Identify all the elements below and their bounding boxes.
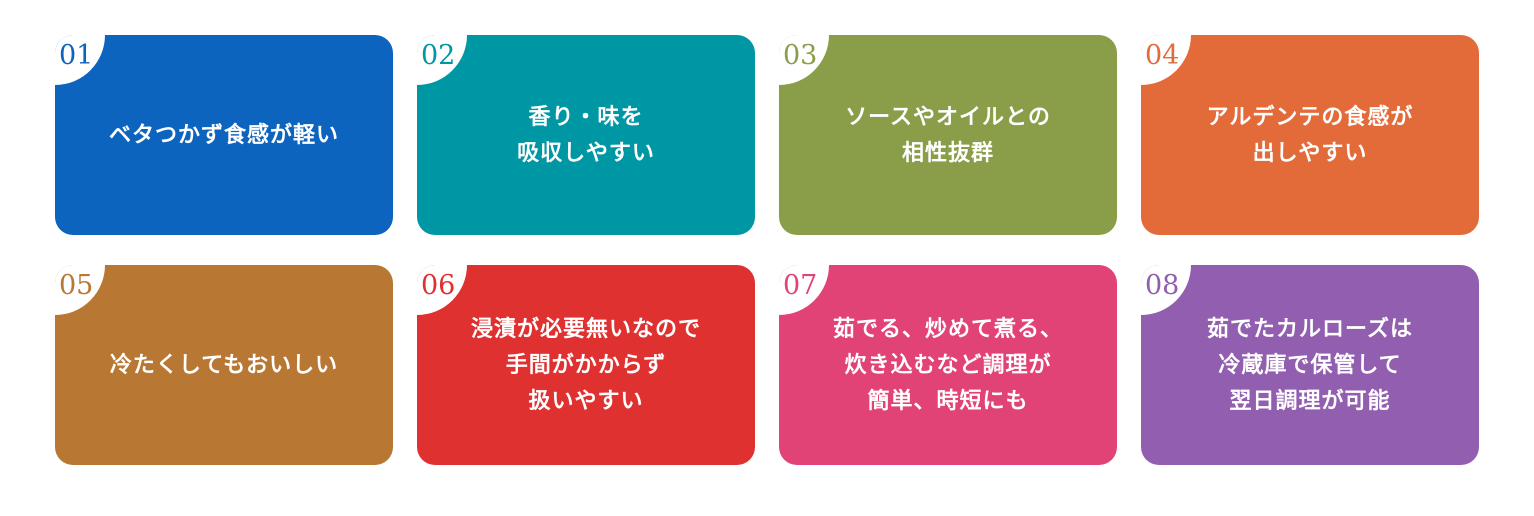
feature-card: 08 茹でたカルローズは 冷蔵庫で保管して 翌日調理が可能: [1141, 265, 1479, 465]
feature-card: 04 アルデンテの食感が 出しやすい: [1141, 35, 1479, 235]
feature-card: 05 冷たくしてもおいしい: [55, 265, 393, 465]
card-number: 04: [1145, 40, 1180, 71]
card-number: 07: [783, 270, 818, 301]
card-number: 01: [59, 40, 94, 71]
card-text: 茹でたカルローズは 冷蔵庫で保管して 翌日調理が可能: [1207, 317, 1413, 414]
feature-card: 02 香り・味を 吸収しやすい: [417, 35, 755, 235]
card-number: 05: [59, 270, 94, 301]
card-number: 06: [421, 270, 456, 301]
card-number: 08: [1145, 270, 1180, 301]
card-number: 03: [783, 40, 818, 71]
feature-card: 01 ベタつかず食感が軽い: [55, 35, 393, 235]
feature-card: 06 浸漬が必要無いなので 手間がかからず 扱いやすい: [417, 265, 755, 465]
card-text: ベタつかず食感が軽い: [108, 123, 339, 148]
card-text: 浸漬が必要無いなので 手間がかからず 扱いやすい: [470, 317, 701, 414]
card-text: アルデンテの食感が 出しやすい: [1206, 105, 1414, 166]
card-text: 茹でる、炒めて煮る、 炊き込むなど調理が 簡単、時短にも: [832, 317, 1063, 414]
feature-card: 07 茹でる、炒めて煮る、 炊き込むなど調理が 簡単、時短にも: [779, 265, 1117, 465]
card-text: ソースやオイルとの 相性抜群: [845, 105, 1051, 166]
feature-card: 03 ソースやオイルとの 相性抜群: [779, 35, 1117, 235]
card-number: 02: [421, 40, 456, 71]
card-text: 冷たくしてもおいしい: [109, 353, 339, 378]
card-text: 香り・味を 吸収しやすい: [517, 105, 655, 166]
